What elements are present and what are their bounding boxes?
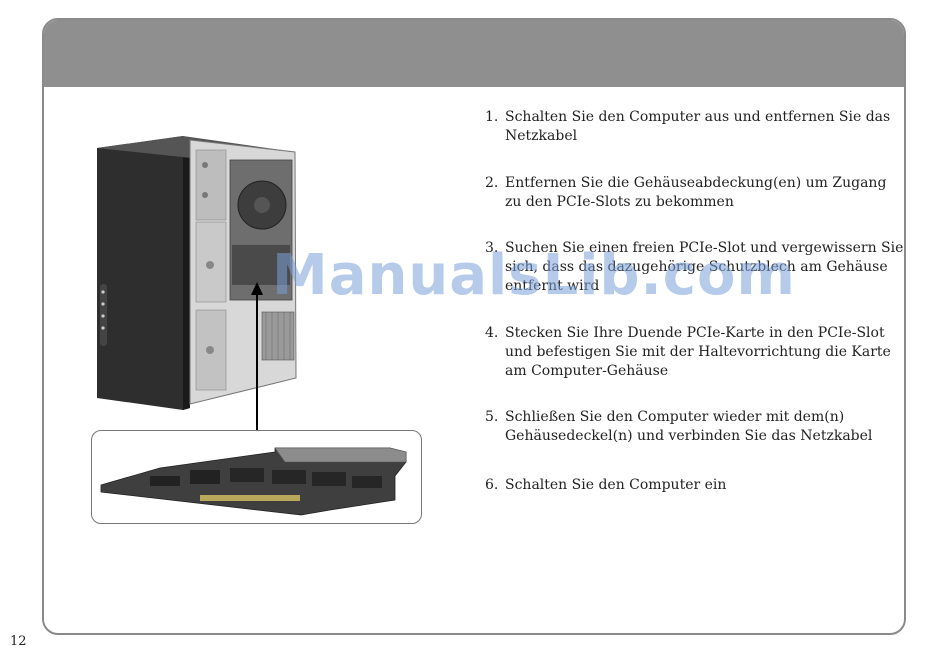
tower-side-panel bbox=[97, 136, 190, 410]
step-number: 3. bbox=[485, 240, 499, 256]
step-4: 4. Stecken Sie Ihre Duende PCIe-Karte in… bbox=[485, 324, 905, 381]
step-number: 2. bbox=[485, 175, 499, 191]
step-1: 1. Schalten Sie den Computer aus und ent… bbox=[485, 108, 905, 146]
card-bracket bbox=[274, 447, 407, 463]
step-number: 4. bbox=[485, 325, 499, 341]
step-text: Schalten Sie den Computer ein bbox=[505, 477, 727, 493]
step-number: 1. bbox=[485, 109, 499, 125]
header-band bbox=[44, 20, 904, 87]
step-text: Entfernen Sie die Gehäuseabdeckung(en) u… bbox=[505, 175, 887, 210]
step-3: 3. Suchen Sie einen freien PCIe-Slot und… bbox=[485, 239, 905, 296]
step-5: 5. Schließen Sie den Computer wieder mit… bbox=[485, 408, 905, 446]
step-number: 5. bbox=[485, 409, 499, 425]
step-text: Suchen Sie einen freien PCIe-Slot und ve… bbox=[505, 240, 904, 294]
step-text: Schließen Sie den Computer wieder mit de… bbox=[505, 409, 873, 444]
page-number: 12 bbox=[10, 634, 27, 649]
watermark: ManualsLib.com bbox=[272, 243, 796, 308]
step-number: 6. bbox=[485, 477, 499, 493]
step-2: 2. Entfernen Sie die Gehäuseabdeckung(en… bbox=[485, 174, 905, 212]
step-text: Schalten Sie den Computer aus und entfer… bbox=[505, 109, 891, 144]
card-illustration-box bbox=[91, 430, 422, 524]
step-6: 6. Schalten Sie den Computer ein bbox=[485, 476, 905, 495]
step-text: Stecken Sie Ihre Duende PCIe-Karte in de… bbox=[505, 325, 891, 379]
